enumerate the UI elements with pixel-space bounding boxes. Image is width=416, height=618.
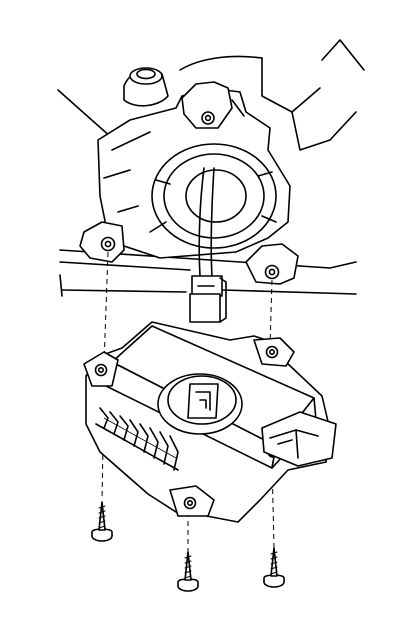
right-mounting-tab [245, 243, 299, 285]
cooling-fins [95, 407, 179, 471]
left-mounting-tab [79, 221, 125, 263]
wire-harness-connector [189, 167, 227, 323]
control-unit-module [83, 321, 337, 523]
central-socket [157, 373, 243, 435]
screw-left [91, 501, 113, 542]
screw-right [263, 547, 285, 588]
column-housing-assembly [57, 39, 365, 323]
left-flange-ear [83, 351, 119, 387]
bottom-flange-ear [169, 485, 215, 517]
housing-knob [123, 67, 169, 107]
screw-center [177, 551, 199, 592]
side-connector [261, 411, 337, 467]
right-flange-ear [253, 337, 295, 367]
top-mounting-tab [181, 81, 233, 129]
